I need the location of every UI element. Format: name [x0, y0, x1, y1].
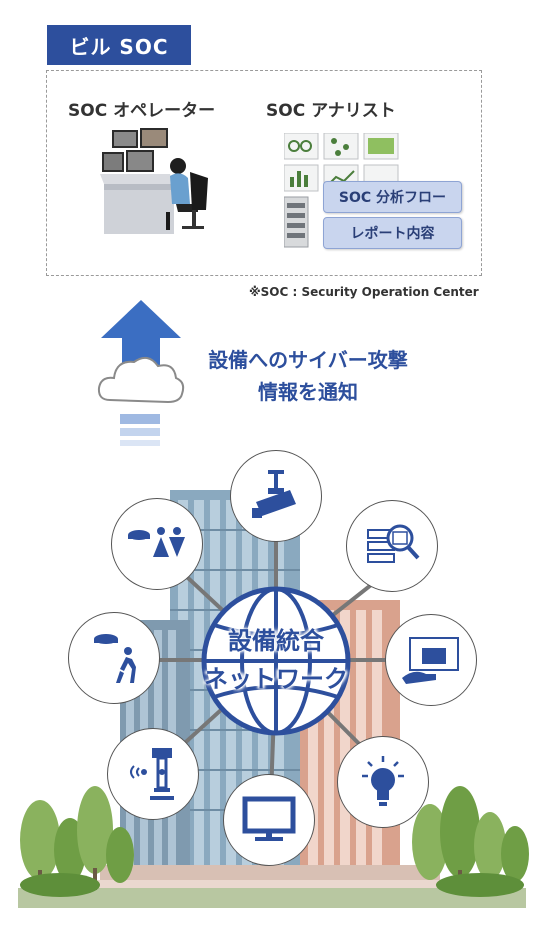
access-reader-icon	[130, 748, 174, 800]
occupancy-sensor-people-icon	[128, 527, 185, 557]
network-label-line-1: 設備統合	[228, 627, 324, 655]
soc-box	[46, 70, 482, 276]
device-access-reader	[107, 728, 199, 820]
display-interface-icon	[402, 637, 459, 684]
report-content-label: レポート内容	[323, 217, 462, 249]
device-motion-sensor	[68, 612, 160, 704]
smart-lightbulb-icon	[362, 756, 404, 806]
soc-analysis-flow-label: SOC 分析フロー	[323, 181, 462, 213]
motion-sensor-person-icon	[94, 634, 136, 683]
device-ai-server	[346, 500, 438, 592]
operator-label: SOC オペレーター	[68, 101, 216, 121]
soc-footnote: ※SOC : Security Operation Center	[249, 285, 479, 299]
monitor-icon	[242, 796, 296, 841]
upload-arrow-cloud-icon	[97, 300, 185, 446]
ai-server-search-icon	[367, 524, 420, 563]
globe-network-icon	[201, 586, 351, 736]
notify-line-1: 設備へのサイバー攻撃	[208, 348, 408, 372]
surveillance-camera-icon	[252, 470, 296, 518]
network-label-line-2: ネットワーク	[204, 665, 348, 693]
device-camera	[230, 450, 322, 542]
analyst-label: SOC アナリスト	[266, 101, 396, 121]
device-lightbulb	[337, 736, 429, 828]
device-display	[385, 614, 477, 706]
soc-analyst-dashboard-illustration	[284, 133, 399, 248]
soc-operator-illustration	[100, 128, 208, 234]
notify-line-2: 情報を通知	[258, 380, 358, 404]
building-soc-tag: ビル SOC	[47, 25, 191, 65]
device-monitor	[223, 774, 315, 866]
device-occupancy-sensor	[111, 498, 203, 590]
